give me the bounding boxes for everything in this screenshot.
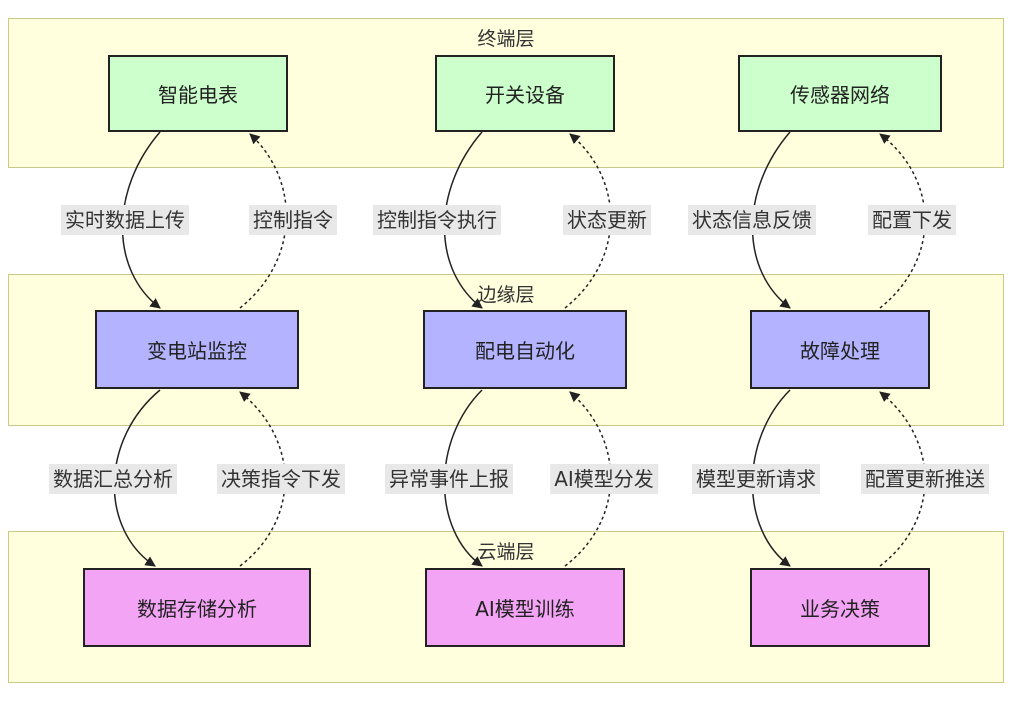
label-status-update: 状态更新 <box>563 205 651 235</box>
label-decision-command: 决策指令下发 <box>217 464 345 494</box>
label-control-exec: 控制指令执行 <box>373 205 501 235</box>
label-data-aggregate: 数据汇总分析 <box>49 464 177 494</box>
edge-decision-line <box>239 391 286 567</box>
node-smart-meter[interactable]: 智能电表 <box>108 55 288 132</box>
cloud-layer-title: 云端层 <box>477 541 535 563</box>
label-config-update-push: 配置更新推送 <box>861 464 989 494</box>
edge-ai-dispatch-line <box>564 391 612 567</box>
node-business-decision[interactable]: 业务决策 <box>750 568 930 647</box>
label-status-feedback: 状态信息反馈 <box>688 205 816 235</box>
node-ai-model-training[interactable]: AI模型训练 <box>425 568 625 647</box>
node-sensor-network[interactable]: 传感器网络 <box>738 55 942 132</box>
node-fault-handling[interactable]: 故障处理 <box>750 310 930 389</box>
label-model-update-request: 模型更新请求 <box>692 464 820 494</box>
label-anomaly-report: 异常事件上报 <box>385 464 513 494</box>
edge-layer-title: 边缘层 <box>477 284 535 306</box>
label-control-command: 控制指令 <box>249 205 337 235</box>
label-ai-model-dispatch: AI模型分发 <box>550 464 658 494</box>
node-substation-monitor[interactable]: 变电站监控 <box>95 310 299 389</box>
node-switch-device[interactable]: 开关设备 <box>435 55 615 132</box>
node-distribution-automation[interactable]: 配电自动化 <box>423 310 627 389</box>
terminal-layer-title: 终端层 <box>477 28 535 50</box>
label-realtime-upload: 实时数据上传 <box>61 205 189 235</box>
edge-config-dispatch-line <box>879 133 926 309</box>
node-data-storage-analysis[interactable]: 数据存储分析 <box>83 568 311 647</box>
edge-config-push-line <box>879 391 926 567</box>
label-config-dispatch: 配置下发 <box>868 205 956 235</box>
